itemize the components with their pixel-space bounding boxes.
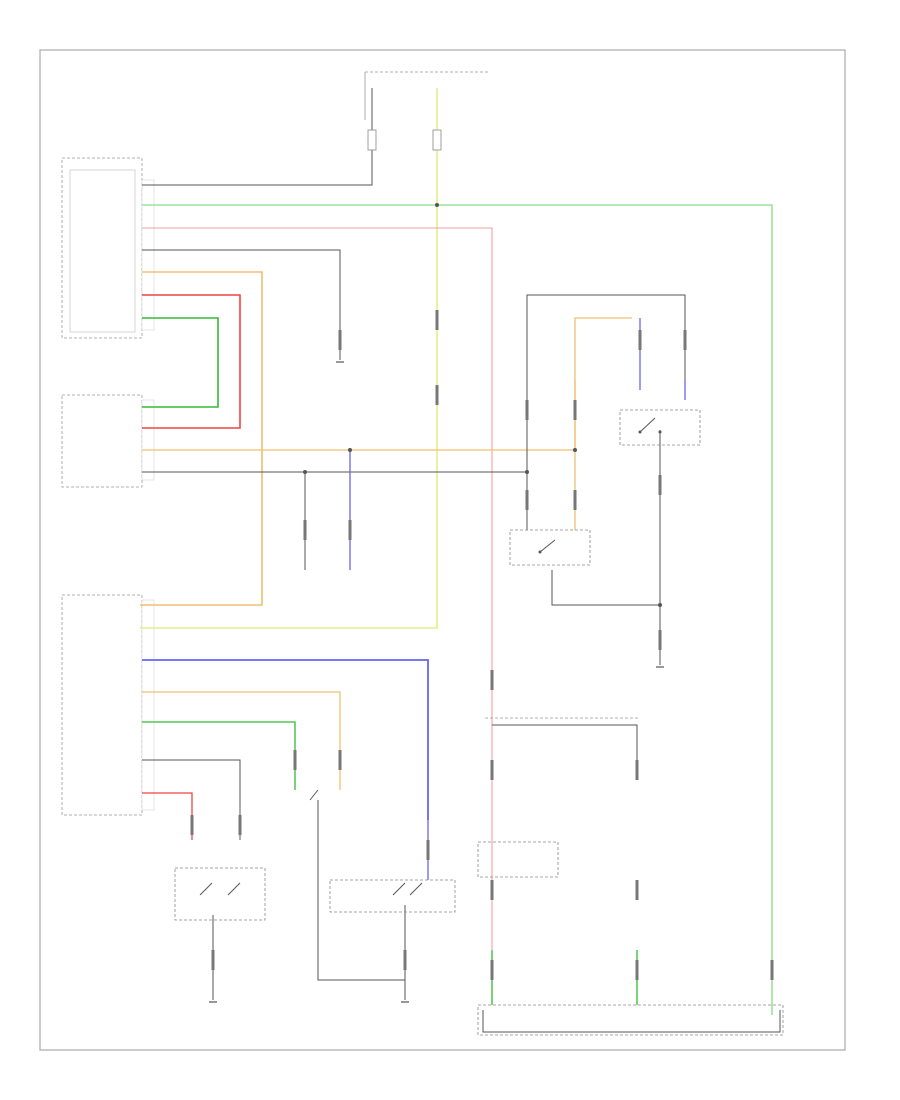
connector-stub xyxy=(403,950,407,970)
wire-w-red-loop xyxy=(142,294,241,429)
wire-layer xyxy=(140,88,781,1033)
connector-stub xyxy=(338,330,342,350)
connector-stub xyxy=(435,310,439,330)
lower-right-block xyxy=(477,717,784,1036)
wire-w-sw2-link xyxy=(317,800,405,981)
fuse-block xyxy=(364,71,490,151)
connector-stub xyxy=(635,880,639,900)
wire-w-orange-long xyxy=(140,271,263,606)
wire-w-rb-left xyxy=(492,724,638,760)
connector-stub xyxy=(635,960,639,980)
junction-dots xyxy=(303,203,662,607)
connector-stub xyxy=(426,840,430,860)
lower-center-switch xyxy=(329,879,456,913)
relay xyxy=(619,409,701,446)
connector-stub xyxy=(338,750,342,770)
wire-w-green-low xyxy=(142,721,296,790)
connector-stub xyxy=(490,880,494,900)
upper-center-switch xyxy=(309,789,319,801)
connector-stub xyxy=(573,490,577,510)
connector-stub xyxy=(525,400,529,420)
wire-w-orange-low xyxy=(142,691,341,790)
wire-w-lightgreen-main xyxy=(142,204,773,1015)
connector-stub xyxy=(525,490,529,510)
connector-stub xyxy=(211,950,215,970)
wire-w-ignition-top xyxy=(142,88,373,186)
wire-w-yellow-main xyxy=(140,88,438,629)
ground-symbols xyxy=(209,361,664,1003)
wire-w-black-low xyxy=(142,759,241,840)
wire-w-black-ground xyxy=(142,249,341,360)
wire-w-blue-long xyxy=(142,659,429,820)
connector-stubs xyxy=(190,310,774,980)
wire-w-green-loop xyxy=(142,317,219,408)
connector-stub xyxy=(490,670,494,690)
middle-switch xyxy=(509,529,591,566)
connector-stub xyxy=(490,960,494,980)
connector-stub xyxy=(658,630,662,650)
upper-control-unit-connector xyxy=(61,157,155,339)
connector-stub xyxy=(638,330,642,350)
wire-w-relay-left xyxy=(526,294,686,380)
connector-stub xyxy=(238,815,242,835)
connector-stub xyxy=(770,960,774,980)
connector-stub xyxy=(293,750,297,770)
connector-stub xyxy=(435,385,439,405)
lower-left-switch xyxy=(174,867,266,921)
connector-stub xyxy=(348,520,352,540)
connector-stub xyxy=(573,400,577,420)
wire-w-rb-bottom xyxy=(482,1010,781,1033)
middle-control-unit-connector xyxy=(61,394,155,488)
wire-w-pink-thin xyxy=(142,227,493,1005)
connector-stub xyxy=(683,330,687,350)
connector-stub xyxy=(490,760,494,780)
diagram-frame xyxy=(39,49,846,1051)
connector-stub xyxy=(303,520,307,540)
connector-stub xyxy=(658,475,662,495)
lower-control-unit-connector xyxy=(61,594,155,816)
connector-stub xyxy=(635,760,639,780)
connector-stub xyxy=(190,815,194,835)
wire-w-orange-mid xyxy=(142,317,632,451)
wire-w-sw-down xyxy=(551,570,661,665)
